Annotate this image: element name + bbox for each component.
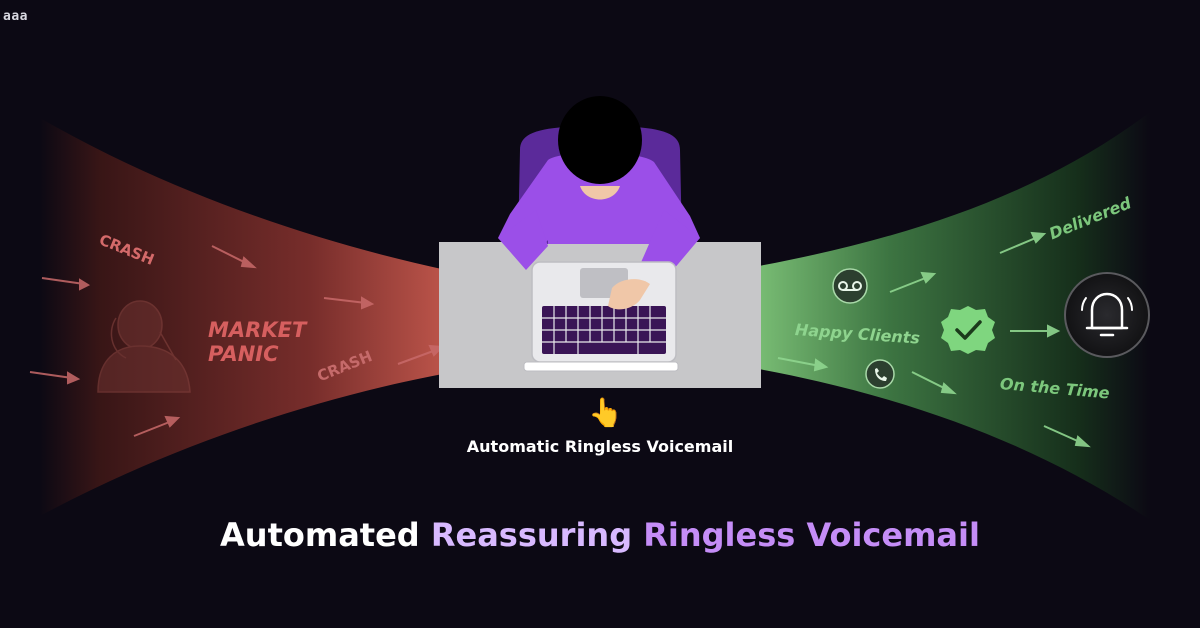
check-badge-icon	[941, 306, 995, 354]
bell-icon	[1064, 272, 1150, 358]
voicemail-icon	[832, 268, 868, 304]
center-caption: Automatic Ringless Voicemail	[466, 437, 734, 456]
headline-part2: Reassuring	[430, 516, 644, 554]
pointing-hand-icon: 👆	[588, 396, 623, 429]
arrow-icon	[133, 415, 181, 437]
arrow-icon	[999, 231, 1047, 254]
left-arrows	[29, 245, 445, 437]
arrow-icon	[211, 245, 257, 269]
market-panic-line1: MARKET	[208, 318, 307, 342]
distressed-man-icon	[97, 300, 191, 393]
headline-part1: Automated	[220, 516, 431, 554]
arrow-icon	[323, 296, 375, 310]
market-panic-line2: PANIC	[208, 342, 279, 366]
head	[558, 96, 642, 184]
brand-logo: aaa	[3, 9, 28, 24]
laptop-icon	[523, 261, 679, 372]
arrow-icon	[889, 271, 937, 293]
arrow-icon	[29, 371, 81, 385]
market-panic-label: MARKET PANIC	[208, 318, 306, 366]
arrow-icon	[911, 371, 957, 395]
person	[498, 96, 700, 302]
arrow-icon	[1043, 425, 1091, 448]
arrow-icon	[777, 357, 829, 372]
panic-beam	[40, 118, 532, 516]
arrow-icon	[41, 277, 91, 291]
headline: Automated Reassuring Ringless Voicemail	[0, 516, 1200, 554]
headline-part3: Ringless Voicemail	[643, 516, 980, 554]
arrow-icon	[1010, 324, 1061, 338]
success-beam	[676, 112, 1150, 520]
phone-icon	[865, 359, 895, 389]
